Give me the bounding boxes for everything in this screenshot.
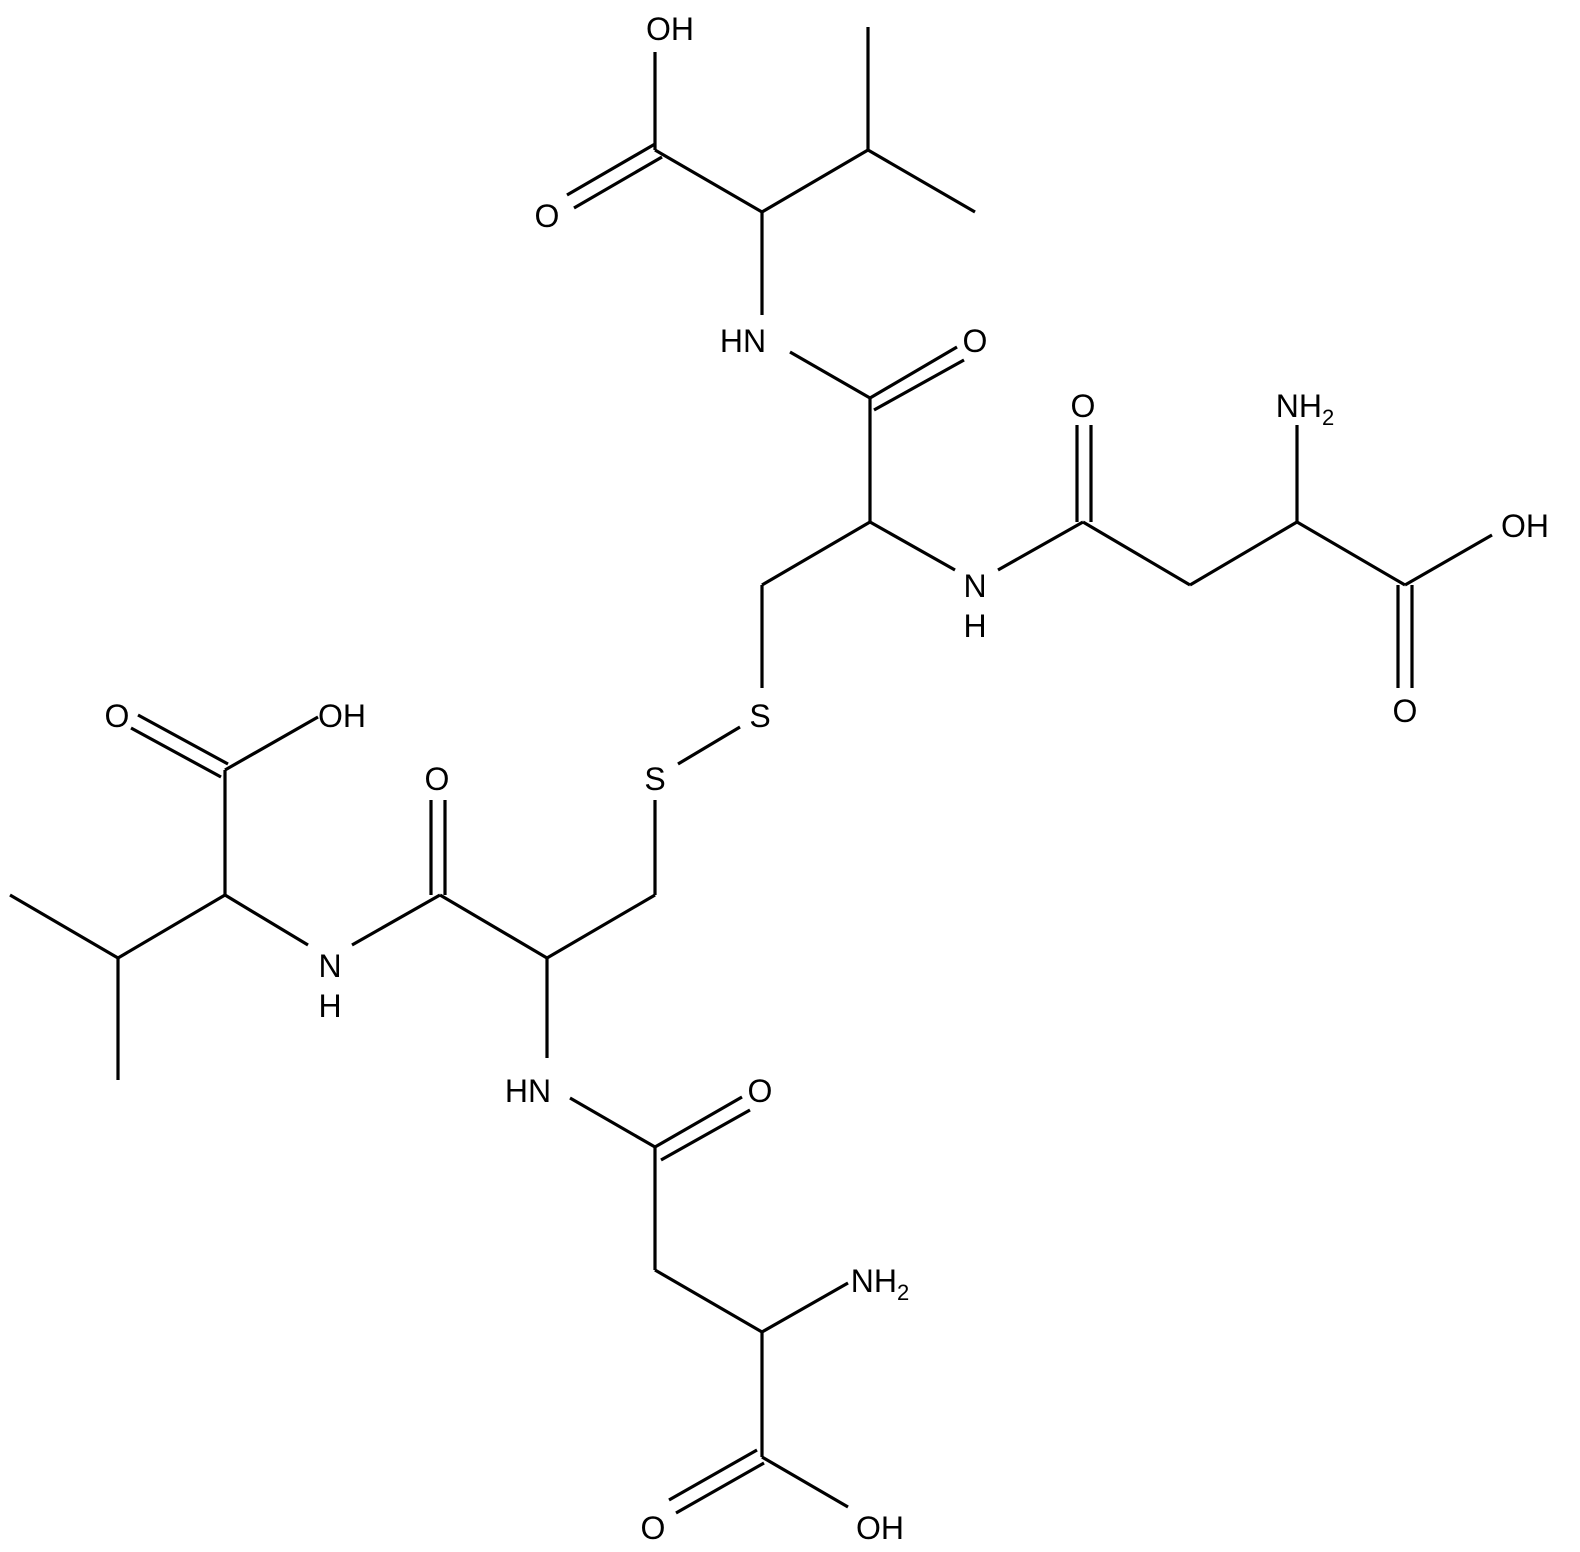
atom-label: N [963, 568, 986, 604]
atom-label: O [963, 323, 988, 359]
atom-label: S [644, 761, 665, 797]
bonds [9, 27, 1493, 1515]
atom-label: OH [1501, 508, 1549, 544]
atom-label: N [318, 948, 341, 984]
atom-label: O [748, 1073, 773, 1109]
atom-label: H [963, 608, 986, 644]
atom-label: O [535, 198, 560, 234]
atom-label: OH [646, 11, 694, 47]
atom-label: HN [505, 1073, 551, 1109]
atom-label: OH [856, 1510, 904, 1546]
atom-label: O [641, 1510, 666, 1546]
atom-label: NH2 [851, 1263, 909, 1305]
atom-label: OH [318, 698, 366, 734]
atom-labels: OH O HN O O NH2 OH N H S O O OH O S N H … [105, 11, 1549, 1546]
atom-label: O [1393, 693, 1418, 729]
atom-label: O [105, 698, 130, 734]
atom-label: HN [720, 323, 766, 359]
atom-label: O [425, 761, 450, 797]
atom-label: O [1071, 388, 1096, 424]
atom-label: S [749, 698, 770, 734]
atom-label: NH2 [1276, 388, 1334, 430]
atom-label: H [318, 988, 341, 1024]
